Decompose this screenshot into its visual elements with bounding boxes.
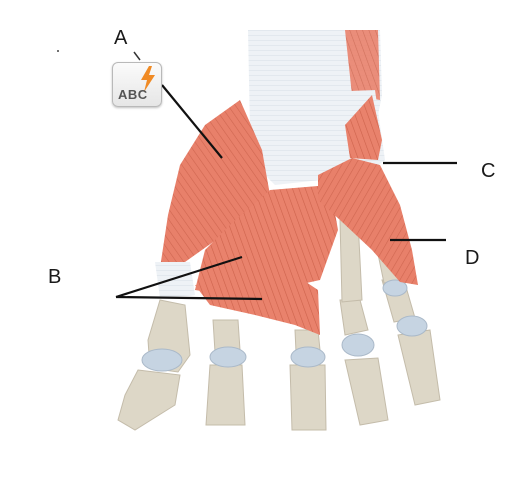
stray-dot <box>57 50 59 52</box>
tendon-slip-left <box>155 262 195 298</box>
hypothenar-muscle <box>345 95 382 160</box>
forearm-muscle-strip <box>345 30 380 100</box>
label-c: C <box>481 160 496 182</box>
label-d: D <box>465 247 480 269</box>
thenar-muscle <box>160 100 270 268</box>
spellcheck-widget[interactable]: ABC <box>112 62 162 107</box>
lightning-bolt-icon <box>141 66 155 92</box>
adductor-muscle <box>195 185 338 295</box>
leader-line-b-lower <box>115 295 263 301</box>
leader-line-a-tick <box>133 51 141 61</box>
joint-cartilage <box>141 279 428 372</box>
widget-abc-text: ABC <box>118 87 148 102</box>
lumbrical-muscle <box>195 278 320 335</box>
label-b: B <box>48 266 62 288</box>
leader-lines <box>115 84 457 301</box>
leader-line-a <box>161 84 223 159</box>
label-a: A <box>114 27 128 49</box>
flexor-digiti-minimi-muscle <box>318 158 418 285</box>
leader-line-b-upper <box>115 255 243 299</box>
bolt-shape <box>141 66 155 92</box>
